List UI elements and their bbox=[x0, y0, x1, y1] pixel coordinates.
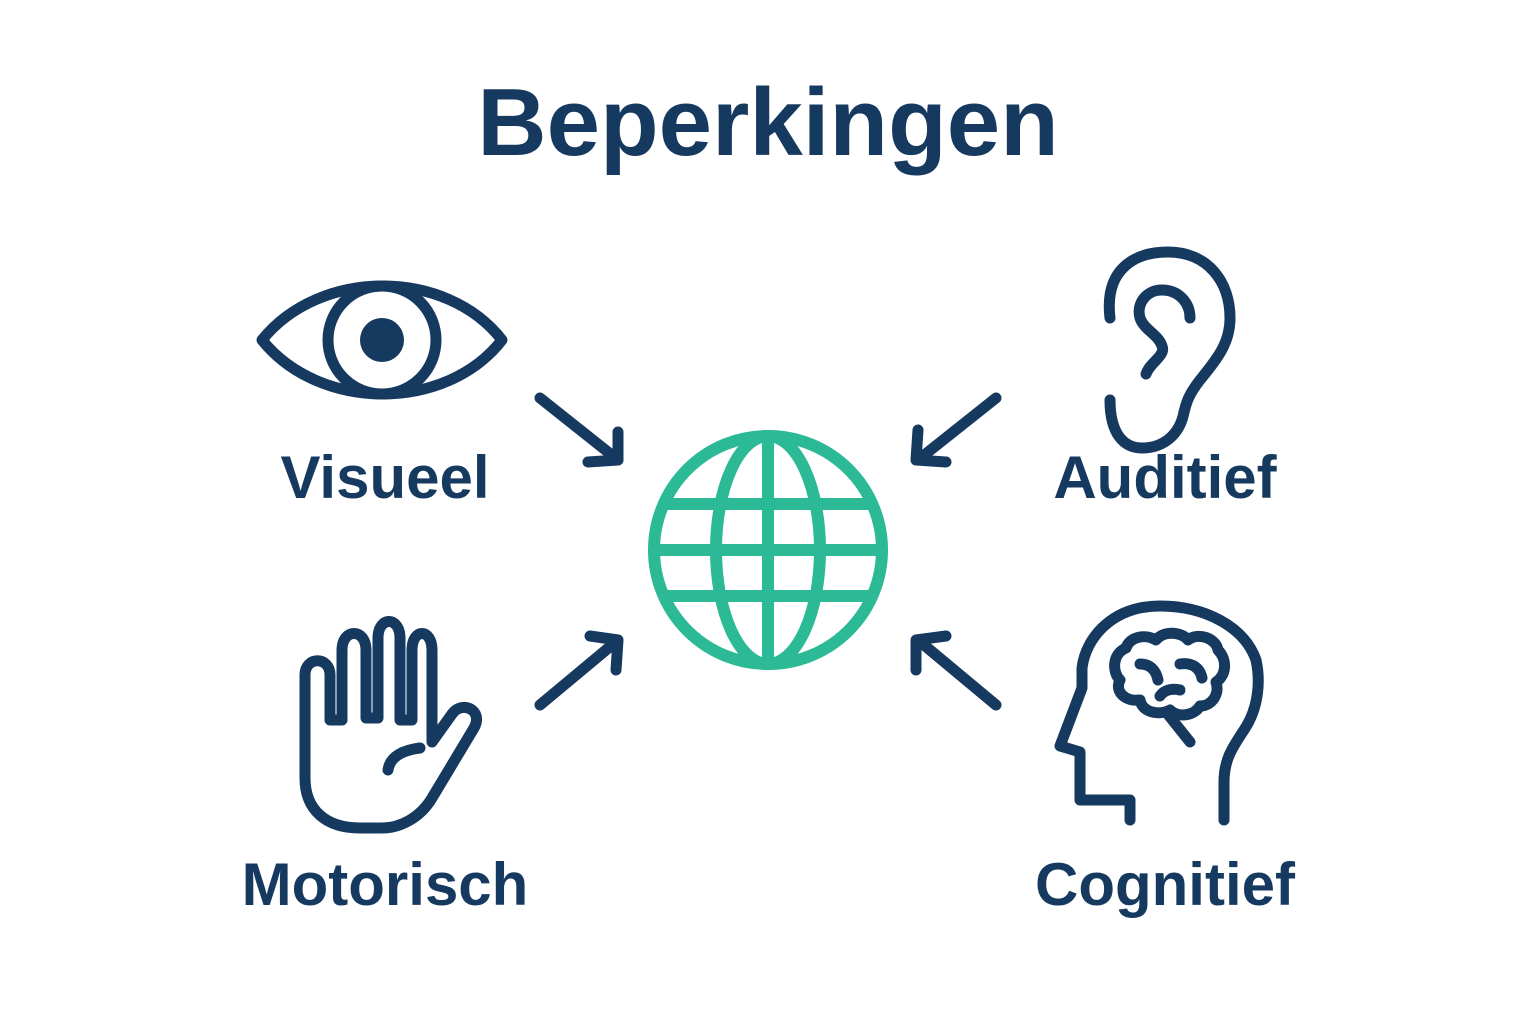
hand-icon bbox=[299, 616, 482, 834]
page-title: Beperkingen bbox=[477, 69, 1059, 176]
label-motor: Motorisch bbox=[241, 851, 529, 918]
arrow-motor-to-center bbox=[534, 630, 624, 711]
label-auditory: Auditief bbox=[1053, 444, 1277, 511]
arrow-visual-to-center bbox=[534, 392, 624, 468]
ear-icon bbox=[1103, 246, 1236, 454]
arrow-auditory-to-center bbox=[910, 392, 1002, 468]
globe-icon bbox=[648, 430, 888, 670]
eye-icon bbox=[256, 280, 508, 400]
head-brain-icon bbox=[1054, 600, 1264, 826]
arrow-cognitive-to-center bbox=[910, 630, 1002, 711]
label-cognitive: Cognitief bbox=[1035, 851, 1295, 918]
label-visual: Visueel bbox=[280, 444, 490, 511]
